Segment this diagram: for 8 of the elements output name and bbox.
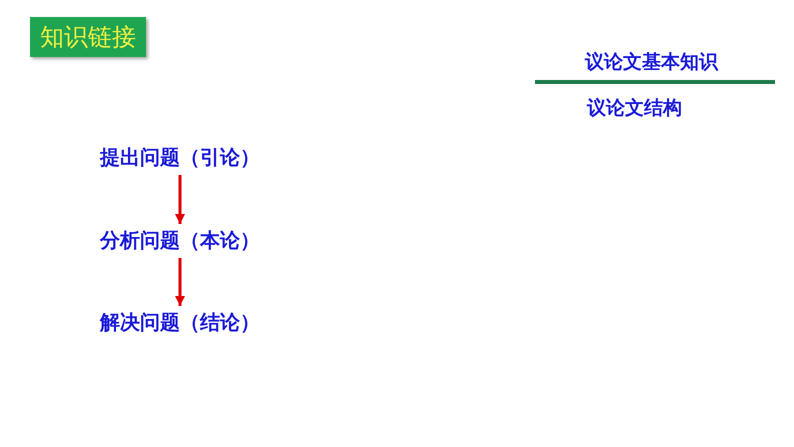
step-text: 提出问题（引论） [100,145,260,169]
arrow [175,258,185,306]
banner: 知识链接 [30,17,146,57]
step-text: 解决问题（结论） [100,310,260,334]
heading-text: 议论文基本知识 [585,50,718,74]
step-text: 分析问题（本论） [100,228,260,252]
heading-text: 议论文结构 [587,96,682,120]
arrow [175,175,185,224]
